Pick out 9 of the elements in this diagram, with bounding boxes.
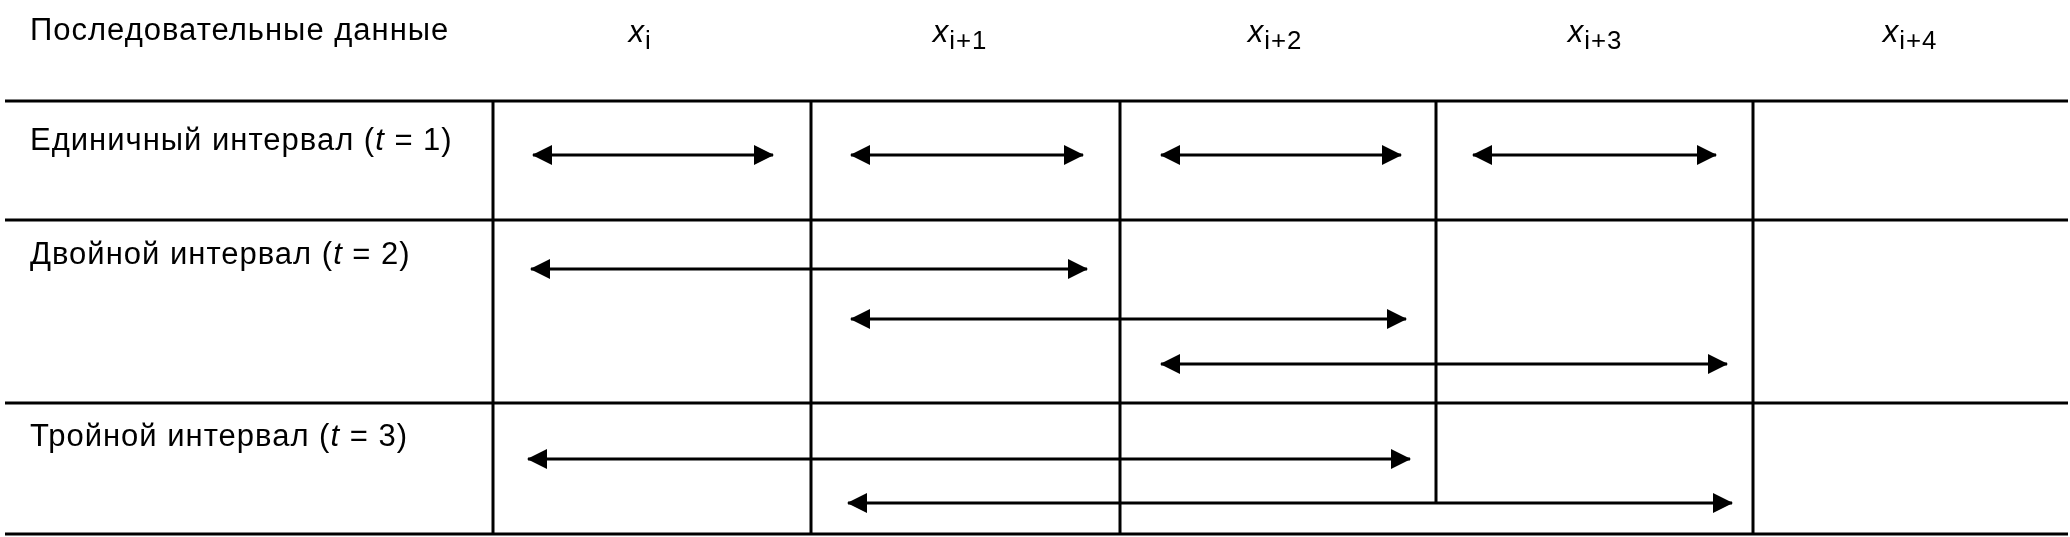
row-header: Единичный интервал (t = 1) — [30, 121, 454, 159]
column-header: x$_{i+2}$ — [1246, 13, 1304, 57]
column-header: x$_{i+1}$ — [931, 13, 989, 57]
row-header: Двойной интервал (t = 2) — [30, 235, 412, 273]
column-header: Последовательные данные — [30, 11, 451, 49]
column-header: x$_{i+3}$ — [1566, 13, 1624, 57]
row-header: Тройной интервал (t = 3) — [30, 417, 409, 455]
column-header: x$_{i}$ — [626, 13, 653, 57]
column-header: x$_{i+4}$ — [1881, 13, 1939, 57]
